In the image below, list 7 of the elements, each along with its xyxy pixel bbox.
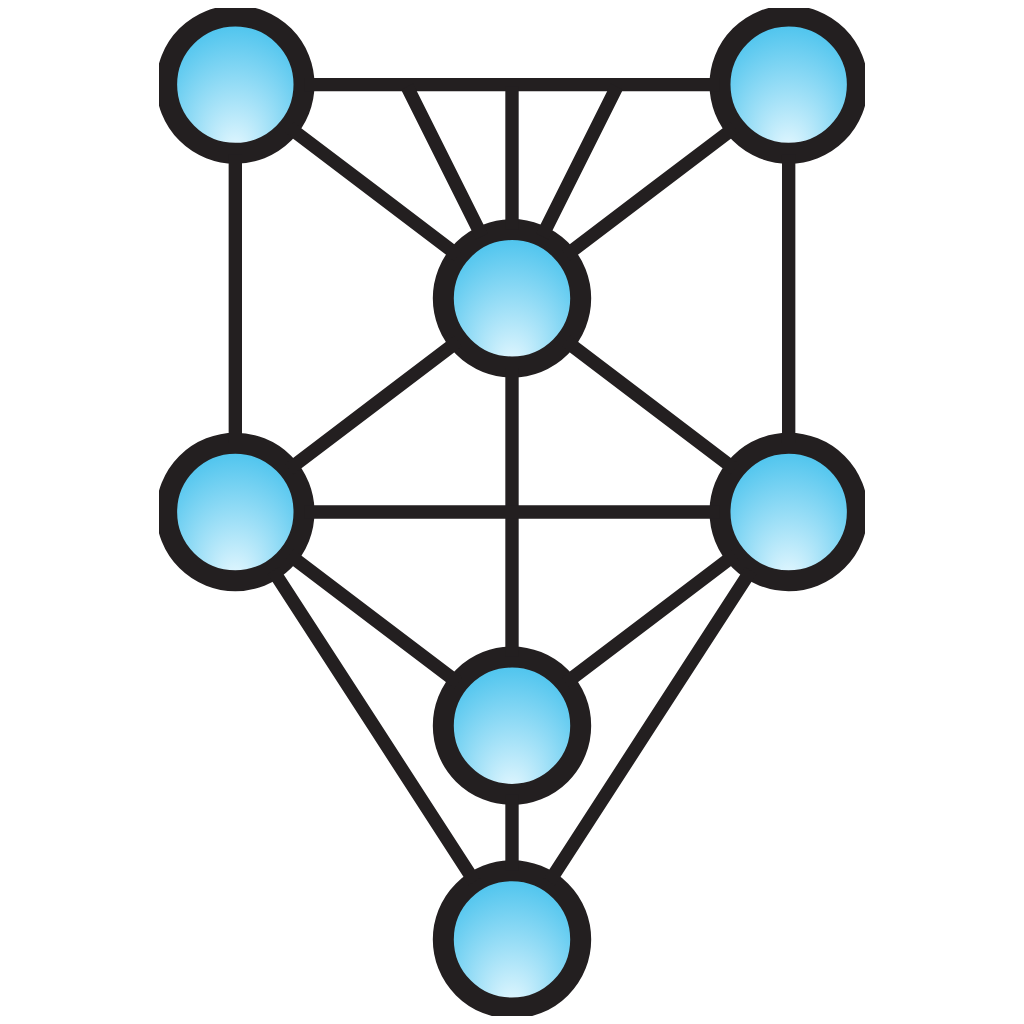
- node-circle: [432, 219, 592, 378]
- node-circle: [159, 8, 315, 164]
- node-circle: [432, 860, 592, 1016]
- node-circle: [159, 432, 315, 592]
- node-circle: [432, 646, 592, 805]
- node-circle: [709, 8, 865, 164]
- node-circle: [709, 432, 865, 592]
